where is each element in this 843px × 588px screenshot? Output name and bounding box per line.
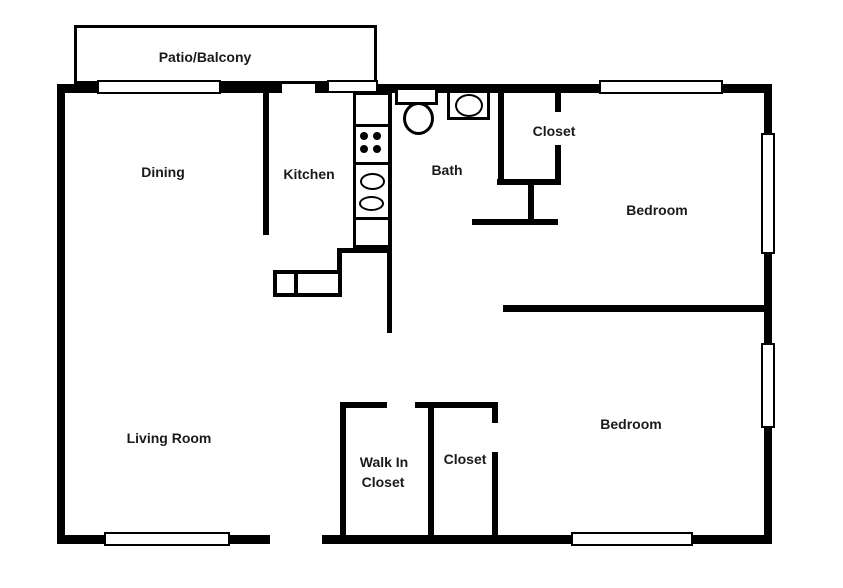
kitchen-peninsula-connector	[337, 253, 342, 272]
exterior-wall-bottom-right-segment	[322, 535, 772, 544]
window-icon	[97, 80, 221, 94]
window-icon	[761, 133, 775, 254]
toilet-icon-bowl	[403, 102, 434, 135]
wall-closets-divider-top-stub	[415, 402, 434, 408]
wall-closet-top-bottom	[497, 179, 561, 185]
room-label-dining: Dining	[141, 164, 185, 180]
exterior-wall-left	[57, 84, 65, 544]
wall-walkin-closet-left	[340, 402, 346, 535]
kitchen-double-sink-icon	[359, 196, 384, 211]
wall-closet-top-right-upper-stub	[555, 93, 561, 112]
kitchen-counter-divider-3	[353, 217, 391, 220]
kitchen-counter-strip	[353, 92, 391, 248]
kitchen-counter-divider-1	[353, 124, 391, 127]
window-icon	[761, 343, 775, 428]
kitchen-peninsula-divider	[294, 272, 298, 295]
wall-closet-bottom-right-lower-stub	[492, 452, 498, 535]
wall-closet-bottom-right-upper-stub	[492, 402, 498, 423]
kitchen-counter-divider-2	[353, 162, 391, 165]
wall-walkin-closet-top	[340, 402, 387, 408]
stove-burners-icon	[360, 145, 368, 153]
room-label-bedroom-top: Bedroom	[626, 202, 688, 218]
room-label-closet-bottom: Closet	[443, 451, 487, 467]
room-label-patio-balcony: Patio/Balcony	[158, 49, 252, 65]
room-label-living-room: Living Room	[126, 430, 212, 446]
wall-closet-bottom-top	[428, 402, 498, 408]
wall-closet-top-right-lower-stub	[555, 145, 561, 183]
room-label-kitchen: Kitchen	[283, 166, 335, 182]
window-icon	[104, 532, 230, 546]
exterior-wall-top-right-segment	[315, 84, 772, 93]
exterior-wall-right	[764, 84, 772, 544]
room-label-walk-in-closet-line1: Walk In	[359, 454, 409, 470]
window-icon	[571, 532, 693, 546]
kitchen-peninsula-counter	[273, 270, 342, 297]
window-icon	[599, 80, 723, 94]
room-label-closet-top: Closet	[532, 123, 576, 139]
bathroom-sink-icon-basin	[455, 94, 483, 117]
kitchen-counter-bottom-bar	[337, 248, 391, 253]
patio-outline	[74, 25, 377, 84]
closet-rod-icon-stem	[528, 185, 534, 223]
wall-dining-kitchen-divider	[263, 93, 269, 235]
stove-burners-icon	[360, 132, 368, 140]
window-icon	[327, 80, 378, 93]
room-label-bedroom-bottom: Bedroom	[600, 416, 662, 432]
stove-burners-icon	[373, 145, 381, 153]
room-label-walk-in-closet-line2: Closet	[361, 474, 405, 490]
wall-closet-top-left	[498, 93, 504, 183]
wall-closets-divider	[428, 402, 434, 535]
stove-burners-icon	[373, 132, 381, 140]
closet-rod-icon-bar	[472, 219, 558, 225]
room-label-bath: Bath	[431, 162, 463, 178]
kitchen-double-sink-icon	[360, 173, 385, 190]
wall-bedrooms-divider	[503, 305, 772, 312]
